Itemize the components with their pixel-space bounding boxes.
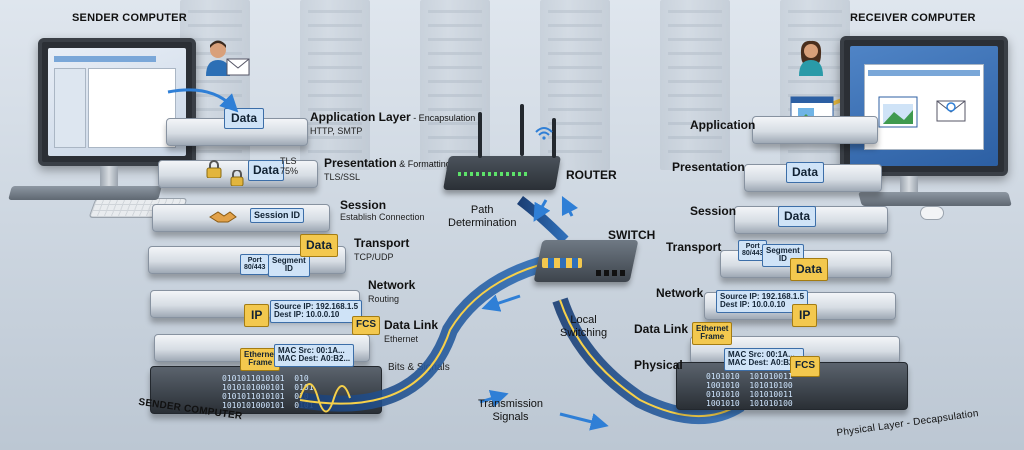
sender-label-session: Session xyxy=(340,198,387,212)
sender-tag-ip: IP xyxy=(244,304,270,327)
sender-tag-mac: MAC Src: 00:1A... MAC Dest: A0:B2... xyxy=(274,344,355,367)
receiver-tag-data-session: Data xyxy=(778,206,817,227)
router-antenna xyxy=(552,118,556,158)
switch-ports xyxy=(596,270,626,276)
receiver-tag-mac: MAC Src: 00:1A... MAC Dest: A0:B2... xyxy=(724,348,805,371)
receiver-label-application: Application xyxy=(690,118,756,132)
sender-sub-datalink: Ethernet xyxy=(384,334,419,344)
sender-monitor-stand xyxy=(100,166,118,186)
sender-tag-fcs: FCS xyxy=(352,316,380,335)
receiver-tag-data-presentation: Data xyxy=(786,162,825,183)
sender-sub-session: Establish Connection xyxy=(340,212,425,222)
receiver-tag-ethernet: Ethernet Frame xyxy=(692,322,733,345)
receiver-tag-data-transport: Data xyxy=(790,258,829,281)
receiver-label-datalink: Data Link xyxy=(634,322,689,336)
switch-label: SWITCH xyxy=(608,228,656,242)
mouse-icon xyxy=(920,206,944,220)
envelope-icon xyxy=(226,58,250,76)
path-determination-label: Path Determination xyxy=(448,204,517,229)
sender-label-application: Application Layer - Encapsulation xyxy=(310,110,476,124)
email-envelope-icon xyxy=(936,100,966,127)
receiver-label-transport: Transport xyxy=(666,240,722,254)
sender-tag-segment: Segment ID xyxy=(268,254,310,277)
sender-tls-text: TLS 75% xyxy=(280,156,299,176)
receiver-screen xyxy=(850,46,998,166)
receiver-label-network: Network xyxy=(656,286,704,300)
receiver-avatar-icon xyxy=(798,40,824,76)
router-label: ROUTER xyxy=(566,168,617,182)
lock-icon xyxy=(230,169,244,191)
sender-sub-presentation: TLS/SSL xyxy=(324,172,361,182)
receiver-monitor-stand xyxy=(900,176,918,194)
receiver-binary: 0101010 101010011 1001010 101010100 0101… xyxy=(706,372,793,408)
sender-sub-network: Routing xyxy=(368,294,400,304)
sender-tag-data: Data xyxy=(224,108,265,129)
receiver-label-physical: Physical xyxy=(634,358,683,372)
router-antenna xyxy=(520,104,524,156)
sender-label-presentation: Presentation & Formatting xyxy=(324,156,451,170)
router-antenna xyxy=(478,112,482,158)
sender-tag-source-ip: Source IP: 192.168.1.5 Dest IP: 10.0.0.1… xyxy=(270,300,363,323)
handshake-icon xyxy=(208,210,238,229)
sender-sub-transport: TCP/UDP xyxy=(354,252,394,262)
receiver-tag-fcs: FCS xyxy=(790,356,820,377)
lock-icon xyxy=(206,160,222,183)
receiver-label-presentation: Presentation xyxy=(672,160,745,174)
sender-screen xyxy=(48,48,186,156)
receiver-desk xyxy=(858,192,1012,206)
router-leds xyxy=(458,172,528,176)
sender-tag-data-transport: Data xyxy=(300,234,339,257)
sender-sub-application: HTTP, SMTP xyxy=(310,126,363,136)
sender-avatar-icon xyxy=(205,40,231,76)
sender-tag-session-id: Session ID xyxy=(250,208,305,224)
local-switching-label: Local Switching xyxy=(560,314,608,339)
sender-tag-data-presentation: Data xyxy=(248,160,285,181)
sender-title: SENDER COMPUTER xyxy=(72,12,187,24)
receiver-slab-application xyxy=(752,116,878,144)
switch-connectors xyxy=(542,258,582,268)
sender-sub-physical: Bits & Signals xyxy=(388,362,450,373)
sender-label-datalink: Data Link xyxy=(384,318,439,332)
receiver-tag-ip: IP xyxy=(792,304,818,327)
receiver-title: RECEIVER COMPUTER xyxy=(850,12,976,24)
image-window-icon xyxy=(878,96,918,133)
receiver-tag-source-ip: Source IP: 192.168.1.5 Dest IP: 10.0.0.1… xyxy=(716,290,809,313)
sender-label-network: Network xyxy=(368,278,416,292)
transmission-signals-label: Transmission Signals xyxy=(478,398,543,423)
receiver-monitor xyxy=(840,36,1008,176)
sender-label-transport: Transport xyxy=(354,236,410,250)
receiver-label-session: Session xyxy=(690,204,737,218)
wifi-icon xyxy=(534,126,554,145)
